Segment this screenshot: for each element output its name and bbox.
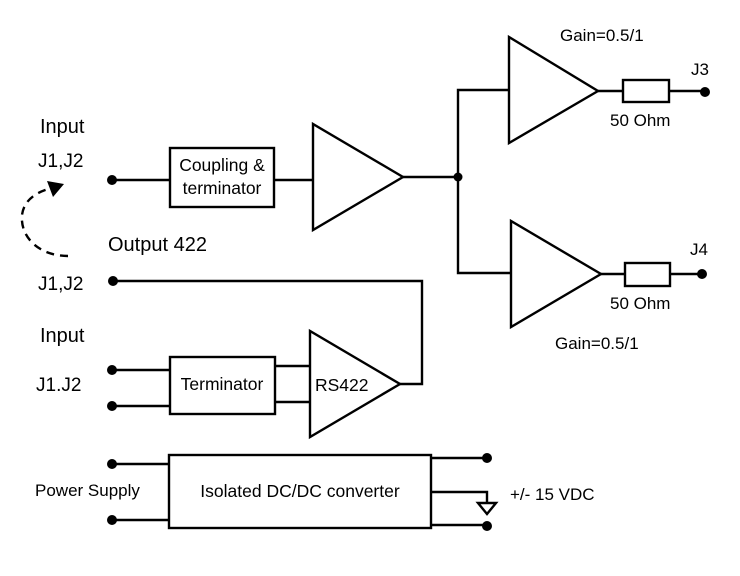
resistor-upper-label: 50 Ohm bbox=[610, 111, 670, 130]
input-top-title: Input bbox=[40, 116, 85, 138]
dcdc-terminal-minus bbox=[482, 521, 492, 531]
coupling-box bbox=[168, 146, 276, 209]
output-422-connector: J1,J2 bbox=[38, 274, 83, 295]
input-bottom-connector: J1.J2 bbox=[36, 375, 81, 396]
ground-icon bbox=[475, 501, 499, 516]
j3-terminal bbox=[700, 87, 710, 97]
dcdc-converter-box bbox=[167, 453, 433, 530]
amplifier-lower bbox=[509, 218, 604, 330]
output-422-title: Output 422 bbox=[108, 234, 207, 256]
rs422-label: RS422 bbox=[315, 375, 369, 395]
buffer-amplifier bbox=[311, 121, 406, 233]
amplifier-upper bbox=[507, 34, 601, 146]
terminator-block: Terminator bbox=[168, 355, 277, 416]
resistor-lower-label: 50 Ohm bbox=[610, 294, 670, 313]
j3-label: J3 bbox=[691, 60, 709, 79]
wire-branch-upper bbox=[456, 88, 509, 177]
wire-rs422-to-output bbox=[113, 279, 424, 386]
coupling-label-line2: terminator bbox=[183, 178, 262, 198]
output-voltage-label: +/- 15 VDC bbox=[510, 485, 595, 504]
power-supply-label: Power Supply bbox=[35, 481, 140, 500]
loopback-arrow-icon bbox=[20, 181, 69, 258]
loopback-arc bbox=[20, 186, 69, 258]
dcdc-terminal-plus bbox=[482, 453, 492, 463]
coupling-terminator-block: Coupling & terminator bbox=[168, 146, 276, 209]
dcdc-converter-label: Isolated DC/DC converter bbox=[200, 481, 400, 501]
terminator-label: Terminator bbox=[181, 374, 264, 394]
amp-upper-gain: Gain=0.5/1 bbox=[560, 26, 644, 45]
input-top-connector: J1,J2 bbox=[38, 151, 83, 172]
wire-dcdc-ground bbox=[431, 490, 489, 503]
terminator-box bbox=[168, 355, 277, 416]
dcdc-converter-block: Isolated DC/DC converter bbox=[167, 453, 433, 530]
j4-label: J4 bbox=[690, 240, 708, 259]
coupling-label-line1: Coupling & bbox=[179, 155, 265, 175]
rs422-receiver bbox=[308, 328, 403, 440]
wire-branch-lower bbox=[456, 177, 511, 275]
j4-terminal bbox=[697, 269, 707, 279]
resistor-upper bbox=[621, 78, 671, 104]
input-bottom-title: Input bbox=[40, 325, 85, 347]
loopback-arrowhead bbox=[47, 181, 64, 197]
amp-lower-gain: Gain=0.5/1 bbox=[555, 334, 639, 353]
resistor-lower bbox=[623, 261, 672, 288]
